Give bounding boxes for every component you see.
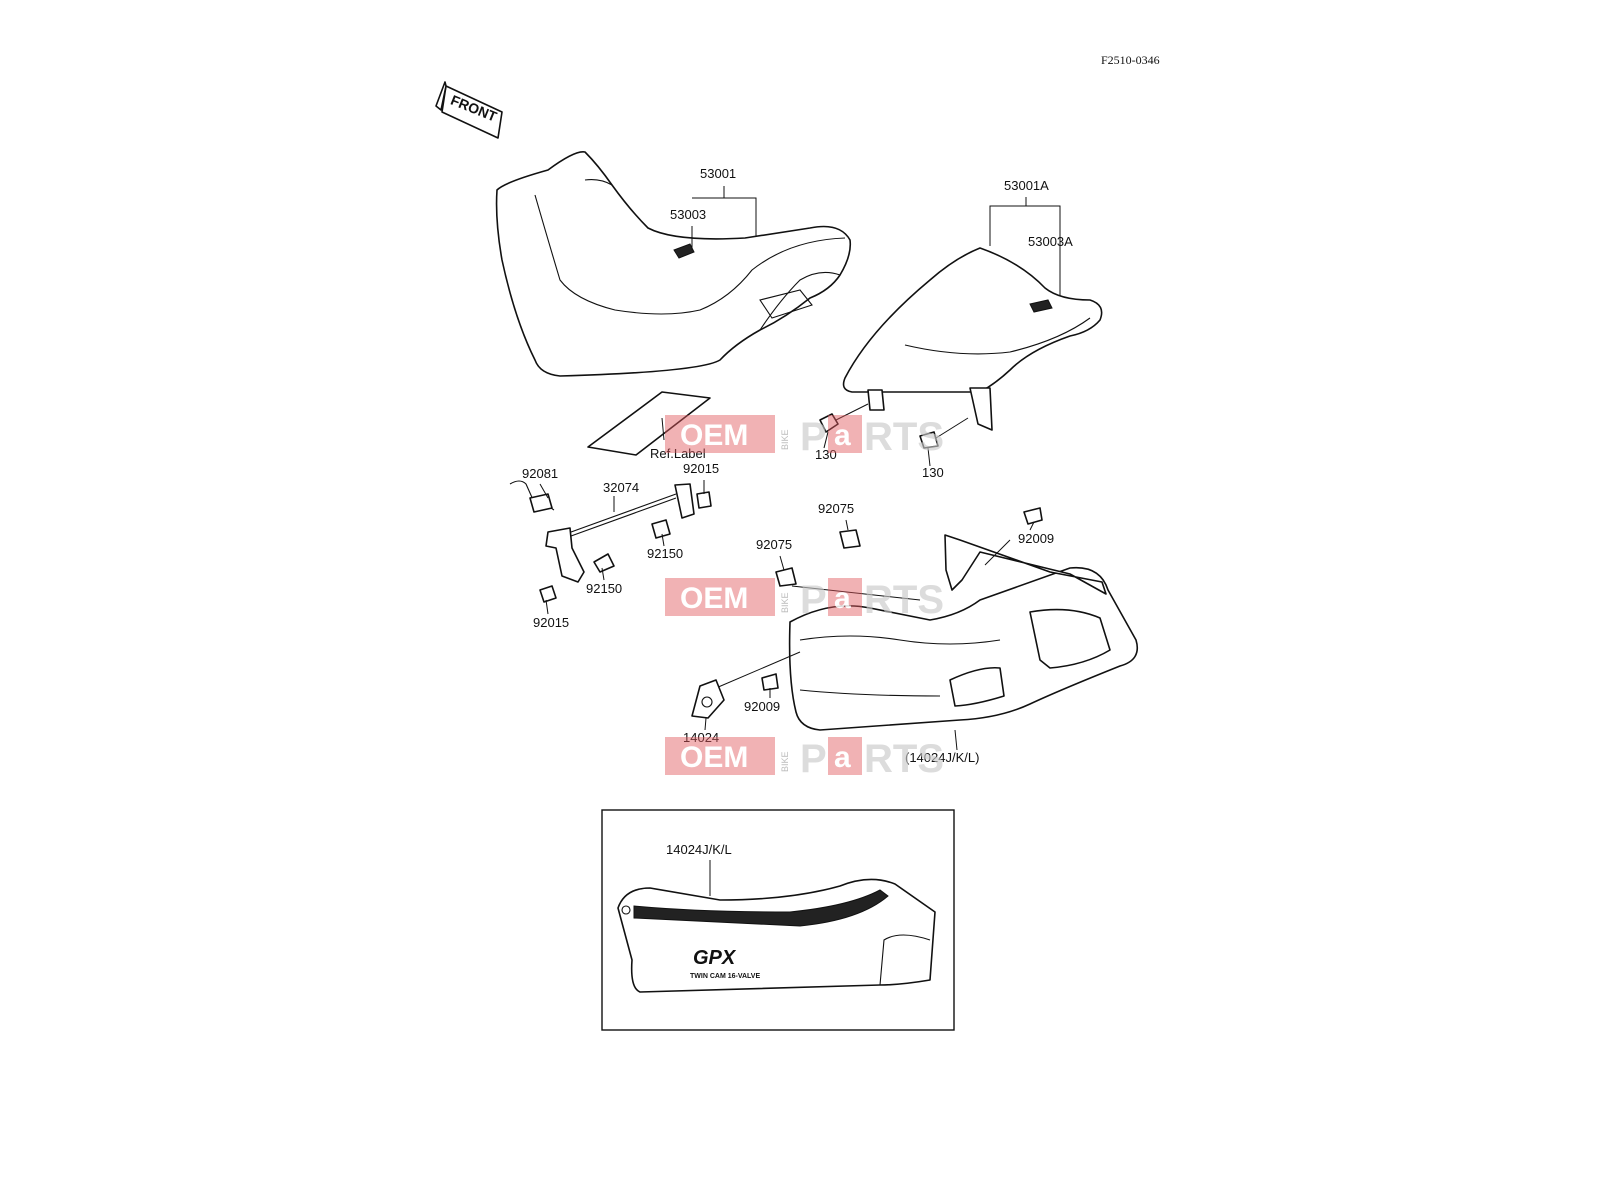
front-arrow-icon: FRONT bbox=[435, 81, 503, 139]
svg-text:a: a bbox=[834, 741, 851, 774]
label-53001: 53001 bbox=[700, 166, 736, 181]
label-53001a: 53001A bbox=[1004, 178, 1049, 193]
bolt-130-b bbox=[919, 417, 969, 449]
rear-piece-14024 bbox=[691, 679, 725, 719]
label-14024: 14024 bbox=[683, 730, 719, 745]
label-130-b: 130 bbox=[922, 465, 944, 480]
inset-frame bbox=[601, 809, 955, 1031]
front-seat bbox=[495, 151, 852, 377]
svg-text:OEM: OEM bbox=[680, 741, 748, 774]
bolt-130-a bbox=[819, 403, 869, 433]
label-53003: 53003 bbox=[670, 207, 706, 222]
svg-text:RTS: RTS bbox=[864, 415, 944, 459]
screw-92009-b bbox=[761, 673, 779, 691]
svg-text:P: P bbox=[800, 578, 827, 622]
decal-logo: GPX bbox=[693, 947, 737, 969]
label-inset-14024jkl: 14024J/K/L bbox=[666, 842, 732, 857]
clip-92075-b bbox=[775, 567, 797, 587]
label-92081: 92081 bbox=[522, 466, 558, 481]
label-14024jkl-paren: (14024J/K/L) bbox=[905, 750, 979, 765]
leader-lines bbox=[539, 186, 1061, 896]
svg-text:RTS: RTS bbox=[864, 737, 944, 781]
diagram-ref-code: F2510-0346 bbox=[1101, 53, 1160, 67]
svg-text:OEM: OEM bbox=[680, 419, 748, 452]
watermark-oem-bike-parts-2: OEM BIKE P a RTS bbox=[665, 578, 944, 622]
svg-text:RTS: RTS bbox=[864, 578, 944, 622]
label-92150-b: 92150 bbox=[586, 581, 622, 596]
rear-seat bbox=[842, 247, 1103, 431]
label-ref-label: Ref.Label bbox=[650, 446, 706, 461]
svg-text:BIKE: BIKE bbox=[780, 751, 790, 772]
svg-text:a: a bbox=[834, 582, 851, 615]
screw-92009-a bbox=[1023, 507, 1043, 525]
tail-cowl bbox=[715, 534, 1139, 731]
ref-label-sticker bbox=[587, 391, 711, 456]
label-92015-top: 92015 bbox=[683, 461, 719, 476]
inset-tail-cowl bbox=[617, 878, 936, 993]
clip-92075-a bbox=[839, 529, 861, 549]
seat-latch-assembly bbox=[509, 480, 712, 603]
svg-text:BIKE: BIKE bbox=[780, 429, 790, 450]
label-92075-a: 92075 bbox=[818, 501, 854, 516]
label-92015-bottom: 92015 bbox=[533, 615, 569, 630]
label-53003a: 53003A bbox=[1028, 234, 1073, 249]
label-92075-b: 92075 bbox=[756, 537, 792, 552]
watermark-oem-bike-parts-3: OEM BIKE P a RTS bbox=[665, 737, 944, 781]
svg-text:P: P bbox=[800, 415, 827, 459]
label-92009-b: 92009 bbox=[744, 699, 780, 714]
label-130-a: 130 bbox=[815, 447, 837, 462]
label-92009-a: 92009 bbox=[1018, 531, 1054, 546]
label-92150-a: 92150 bbox=[647, 546, 683, 561]
svg-text:OEM: OEM bbox=[680, 582, 748, 615]
decal-tagline: TWIN CAM 16-VALVE bbox=[690, 973, 760, 980]
watermark-oem-bike-parts-1: OEM BIKE P a RTS bbox=[665, 415, 944, 459]
svg-text:a: a bbox=[834, 419, 851, 452]
label-32074: 32074 bbox=[603, 480, 639, 495]
svg-text:P: P bbox=[800, 737, 827, 781]
svg-text:BIKE: BIKE bbox=[780, 592, 790, 613]
